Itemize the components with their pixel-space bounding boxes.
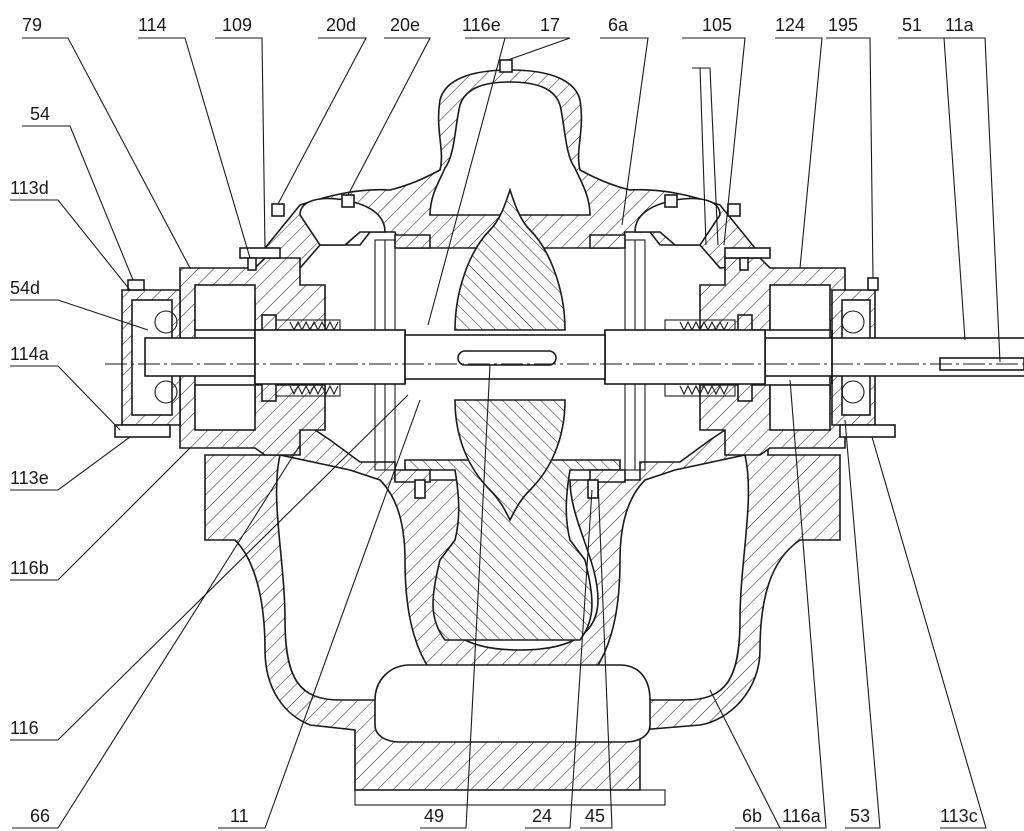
callout-54d: 54d [10, 278, 40, 298]
right-bearing-housing [664, 67, 876, 456]
upper-casing [264, 59, 756, 269]
callout-24: 24 [532, 806, 552, 826]
callout-20d: 20d [326, 15, 356, 35]
shaft [105, 329, 1024, 385]
impeller [394, 187, 626, 522]
callout-66: 66 [30, 806, 50, 826]
callout-79: 79 [22, 15, 42, 35]
callout-195: 195 [828, 15, 858, 35]
callout-109: 109 [222, 15, 252, 35]
callout-54: 54 [30, 104, 50, 124]
callout-51: 51 [902, 15, 922, 35]
callout-116b: 116b [10, 558, 49, 578]
callout-11a: 11a [945, 15, 975, 35]
callout-labels: 79 114 109 20d 20e 116e 17 6a 105 124 19… [10, 15, 978, 826]
callout-116e: 116e [462, 15, 501, 35]
callout-113c: 113c [940, 806, 978, 826]
callout-105: 105 [702, 15, 732, 35]
callout-6a: 6a [608, 15, 629, 35]
leader-lines [10, 37, 1001, 829]
callout-113e: 113e [10, 468, 49, 488]
callout-114: 114 [138, 15, 167, 35]
callout-11: 11 [230, 806, 249, 826]
callout-45: 45 [585, 806, 605, 826]
callout-53: 53 [850, 806, 870, 826]
callout-114a: 114a [10, 344, 50, 364]
callout-49: 49 [424, 806, 444, 826]
callout-17: 17 [540, 15, 560, 35]
lower-casing [204, 419, 841, 806]
bolts [114, 194, 896, 499]
callout-6b: 6b [742, 806, 762, 826]
callout-20e: 20e [390, 15, 420, 35]
callout-124: 124 [775, 15, 805, 35]
callout-116: 116 [10, 718, 39, 738]
callout-116a: 116a [782, 806, 822, 826]
callout-113d: 113d [10, 178, 49, 198]
